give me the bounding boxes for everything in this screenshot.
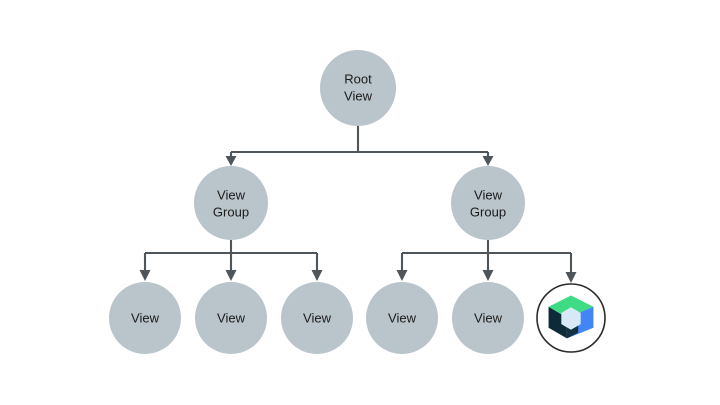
- view-group-left-label-line2: Group: [213, 204, 249, 219]
- node-root-view[interactable]: Root View: [320, 50, 396, 126]
- view-leaf-2-label: View: [217, 310, 246, 325]
- node-view-leaf-4[interactable]: View: [366, 282, 438, 354]
- view-group-left-label-line1: View: [217, 187, 246, 202]
- view-leaf-5-label: View: [474, 310, 503, 325]
- compose-logo-top-face: [548, 295, 594, 318]
- node-view-leaf-5[interactable]: View: [452, 282, 524, 354]
- arrowhead-group-right: [482, 156, 494, 166]
- arrowhead-view-5: [482, 270, 494, 281]
- connector-right-group-to-views: [396, 240, 577, 283]
- arrowhead-compose-node: [565, 272, 577, 283]
- view-group-right-label-line1: View: [474, 187, 503, 202]
- connector-root-to-groups: [225, 126, 494, 166]
- view-leaf-4-label: View: [388, 310, 417, 325]
- node-view-leaf-2[interactable]: View: [195, 282, 267, 354]
- view-leaf-5-circle[interactable]: [452, 282, 524, 354]
- jetpack-compose-logo-icon: [548, 295, 594, 339]
- node-view-group-right[interactable]: View Group: [451, 166, 525, 240]
- arrowhead-view-3: [311, 270, 323, 281]
- compose-logo-center-hexagon: [561, 307, 581, 330]
- arrowhead-view-4: [396, 270, 408, 281]
- node-view-leaf-1[interactable]: View: [109, 282, 181, 354]
- view-leaf-1-label: View: [131, 310, 160, 325]
- root-view-label-line1: Root: [344, 71, 372, 86]
- view-leaf-3-label: View: [303, 310, 332, 325]
- root-view-label-line2: View: [344, 88, 373, 103]
- view-leaf-1-circle[interactable]: [109, 282, 181, 354]
- root-view-circle[interactable]: [320, 50, 396, 126]
- view-group-right-circle[interactable]: [451, 166, 525, 240]
- view-group-left-circle[interactable]: [194, 166, 268, 240]
- view-leaf-3-circle[interactable]: [281, 282, 353, 354]
- arrowhead-view-1: [139, 270, 151, 281]
- node-view-group-left[interactable]: View Group: [194, 166, 268, 240]
- node-view-leaf-3[interactable]: View: [281, 282, 353, 354]
- view-leaf-4-circle[interactable]: [366, 282, 438, 354]
- view-leaf-2-circle[interactable]: [195, 282, 267, 354]
- node-compose[interactable]: [536, 283, 606, 353]
- arrowhead-view-2: [225, 270, 237, 281]
- compose-logo-left-face: [548, 306, 567, 339]
- arrowhead-group-left: [225, 156, 237, 166]
- connector-left-group-to-views: [139, 240, 323, 281]
- view-group-right-label-line2: Group: [470, 204, 506, 219]
